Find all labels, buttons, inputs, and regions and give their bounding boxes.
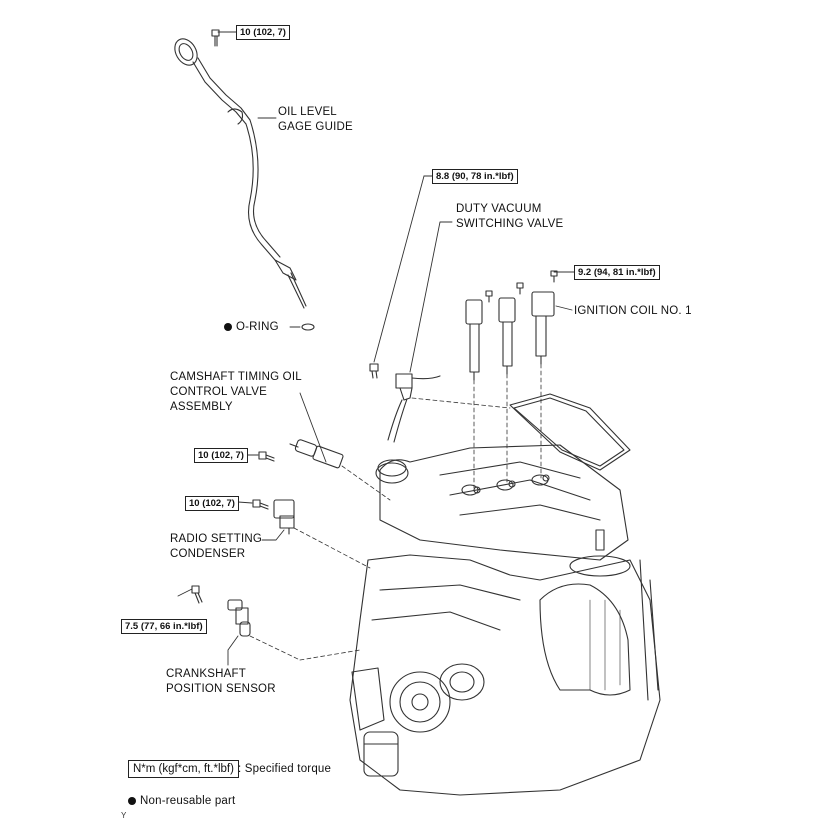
engine-block bbox=[349, 393, 661, 796]
legend-non-reusable-text: Non-reusable part bbox=[140, 795, 236, 807]
o-ring-part bbox=[301, 323, 315, 331]
condenser-bolt-part bbox=[252, 499, 269, 510]
label-radio-setting-condenser: RADIO SETTING CONDENSER bbox=[170, 532, 262, 562]
label-line: RADIO SETTING bbox=[170, 533, 263, 545]
ignition-coil-part bbox=[465, 299, 483, 381]
legend-torque-unit: N*m (kgf*cm, ft.*lbf) bbox=[128, 760, 239, 778]
label-crankshaft-position-sensor: CRANKSHAFT POSITION SENSOR bbox=[166, 667, 276, 697]
label-duty-vacuum-switching-valve: DUTY VACUUM SWITCHING VALVE bbox=[456, 202, 563, 232]
label-line: POSITION SENSOR bbox=[166, 683, 276, 695]
gage-guide-bolt-part bbox=[211, 29, 220, 47]
label-line: ASSEMBLY bbox=[170, 401, 233, 413]
non-reusable-dot-icon bbox=[128, 796, 136, 805]
oil-level-gage-guide-part bbox=[174, 38, 307, 309]
non-reusable-dot-icon bbox=[224, 322, 232, 331]
torque-ignition-coil-bolt: 9.2 (94, 81 in.*lbf) bbox=[574, 265, 660, 280]
crankshaft-position-sensor-part bbox=[227, 599, 251, 637]
label-leaders bbox=[177, 31, 575, 666]
label-line: GAGE GUIDE bbox=[278, 121, 353, 133]
label-line: DUTY VACUUM bbox=[456, 203, 542, 215]
camshaft-timing-oil-control-valve-part bbox=[289, 439, 344, 469]
label-oil-level-gage-guide: OIL LEVEL GAGE GUIDE bbox=[278, 105, 353, 135]
radio-setting-condenser-part bbox=[273, 499, 295, 535]
label-line: SWITCHING VALVE bbox=[456, 218, 564, 230]
legend-non-reusable: Non-reusable part bbox=[128, 794, 235, 809]
label-camshaft-timing-oil-control-valve: CAMSHAFT TIMING OIL CONTROL VALVE ASSEMB… bbox=[170, 370, 302, 415]
vacuum-valve-bolt-part bbox=[369, 363, 379, 379]
torque-ocv-bolt: 10 (102, 7) bbox=[194, 448, 248, 463]
label-o-ring: O-RING bbox=[224, 320, 279, 335]
assembly-lines bbox=[249, 363, 542, 661]
label-line: CONDENSER bbox=[170, 548, 246, 560]
duty-vacuum-switching-valve-part bbox=[387, 373, 441, 443]
label-line: CRANKSHAFT bbox=[166, 668, 246, 680]
ignition-coil-bolt-part bbox=[485, 270, 558, 303]
torque-gage-guide-bolt: 10 (102, 7) bbox=[236, 25, 290, 40]
crank-sensor-bolt-part bbox=[191, 585, 203, 604]
label-line: CONTROL VALVE bbox=[170, 386, 267, 398]
ignition-coil-part bbox=[498, 297, 516, 375]
label-line: OIL LEVEL bbox=[278, 106, 337, 118]
label-ignition-coil: IGNITION COIL NO. 1 bbox=[574, 305, 692, 317]
ignition-coil-part bbox=[531, 291, 555, 365]
corner-mark: Y bbox=[121, 811, 127, 820]
o-ring-text: O-RING bbox=[236, 321, 279, 333]
ocv-bolt-part bbox=[258, 451, 275, 462]
torque-vacuum-valve-bolt: 8.8 (90, 78 in.*lbf) bbox=[432, 169, 518, 184]
torque-condenser-bolt: 10 (102, 7) bbox=[185, 496, 239, 511]
legend-torque-text: : Specified torque bbox=[238, 763, 332, 775]
torque-crank-sensor-bolt: 7.5 (77, 66 in.*lbf) bbox=[121, 619, 207, 634]
label-line: CAMSHAFT TIMING OIL bbox=[170, 371, 302, 383]
